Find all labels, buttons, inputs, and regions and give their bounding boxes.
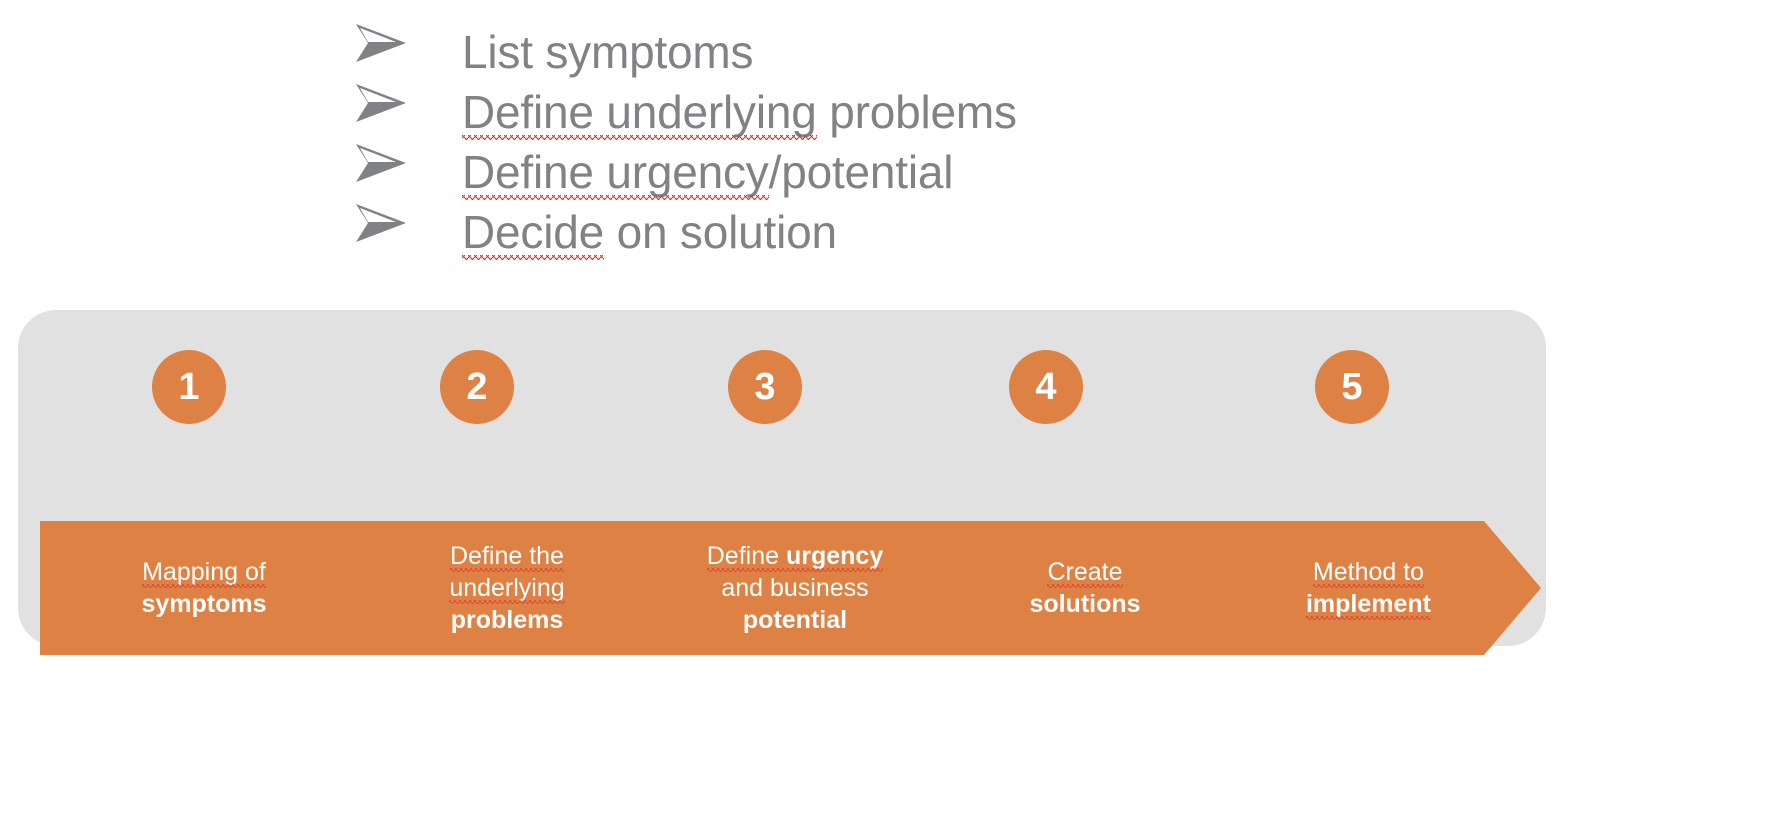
misspelled-word: Define the: [450, 542, 564, 570]
process-step-chevron-3[interactable]: Define urgency and business potential: [618, 521, 976, 655]
step-label: Define urgency and business potential: [706, 542, 884, 634]
misspelled-word: Method to: [1312, 558, 1425, 586]
misspelled-word: Define urgency: [706, 542, 884, 570]
step-label: Define the underlying problems: [449, 542, 565, 634]
misspelled-word: Define urgency: [462, 142, 769, 202]
step-number-badge: 2: [440, 350, 514, 424]
step-number-badge: 3: [728, 350, 802, 424]
step-number-badge: 5: [1315, 350, 1389, 424]
arrowhead-bullet-icon: [352, 68, 462, 128]
bullet-label: Decide on solution: [462, 202, 837, 262]
misspelled-word: underlying: [449, 574, 565, 602]
bullet-item: Define underlying problems: [352, 68, 1352, 140]
misspelled-word: Mapping of: [142, 558, 266, 586]
bullet-item: List symptoms: [352, 8, 1352, 78]
arrowhead-bullet-icon: [352, 128, 462, 188]
process-panel: 1 2 3 4 5 Mapping of symptoms Define the…: [18, 310, 1546, 646]
misspelled-word: Create: [1047, 558, 1123, 586]
bullet-list: List symptoms Define underlying problems…: [352, 8, 1352, 260]
bullet-label: List symptoms: [462, 26, 754, 78]
arrowhead-bullet-icon: [352, 8, 462, 68]
misspelled-word: Decide: [462, 202, 604, 262]
step-number-badge: 1: [152, 350, 226, 424]
bullet-label: Define underlying problems: [462, 82, 1017, 142]
misspelled-word: implement: [1305, 590, 1432, 618]
step-label: Mapping of symptoms: [141, 558, 267, 618]
process-step-chevron-2[interactable]: Define the underlying problems: [330, 521, 688, 655]
step-number-badge: 4: [1009, 350, 1083, 424]
step-label: Method to implement: [1284, 556, 1457, 620]
process-step-chevron-4[interactable]: Create solutions: [908, 521, 1266, 655]
bullet-item: Decide on solution: [352, 188, 1352, 260]
bullet-label: Define urgency/potential: [462, 142, 954, 202]
arrowhead-bullet-icon: [352, 188, 462, 248]
misspelled-word: Define underlying: [462, 82, 817, 142]
process-step-chevron-1[interactable]: Mapping of symptoms: [40, 521, 398, 655]
step-label: Create solutions: [1029, 558, 1141, 618]
bullet-item: Define urgency/potential: [352, 128, 1352, 200]
